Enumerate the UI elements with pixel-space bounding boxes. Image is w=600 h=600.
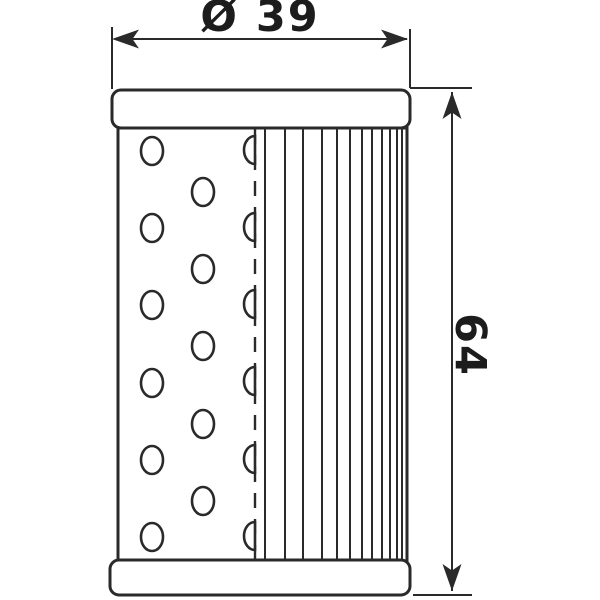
hole xyxy=(190,253,216,285)
filter-holes-left-column xyxy=(139,135,165,553)
height-dimension: 64 xyxy=(410,87,495,596)
half-hole xyxy=(242,134,257,166)
filter-holes-half-column xyxy=(242,134,257,552)
half-hole xyxy=(242,288,257,320)
arrow-down-icon xyxy=(442,564,462,591)
hole xyxy=(190,485,216,517)
hole xyxy=(139,135,165,167)
diameter-dimension: Ø 39 xyxy=(111,0,411,89)
filter-pleats xyxy=(264,127,403,562)
filter-holes-middle-column xyxy=(190,176,216,517)
hole xyxy=(190,330,216,362)
hole xyxy=(139,367,165,399)
half-hole xyxy=(242,211,257,243)
half-hole xyxy=(242,520,257,552)
hole xyxy=(139,289,165,321)
hole xyxy=(139,444,165,476)
hole xyxy=(190,176,216,208)
half-hole xyxy=(242,365,257,397)
arrow-right-icon xyxy=(381,29,408,49)
half-hole xyxy=(242,443,257,475)
arrow-left-icon xyxy=(112,29,139,49)
arrow-up-icon xyxy=(442,92,462,119)
hole xyxy=(139,521,165,553)
filter-part xyxy=(108,88,412,597)
filter-shell xyxy=(116,126,409,563)
filter-top-cap xyxy=(110,88,412,130)
hole xyxy=(139,212,165,244)
filter-bottom-cap xyxy=(108,558,412,597)
hole xyxy=(190,408,216,440)
diameter-dimension-label: Ø 39 xyxy=(200,0,319,42)
height-dimension-label: 64 xyxy=(445,313,495,377)
